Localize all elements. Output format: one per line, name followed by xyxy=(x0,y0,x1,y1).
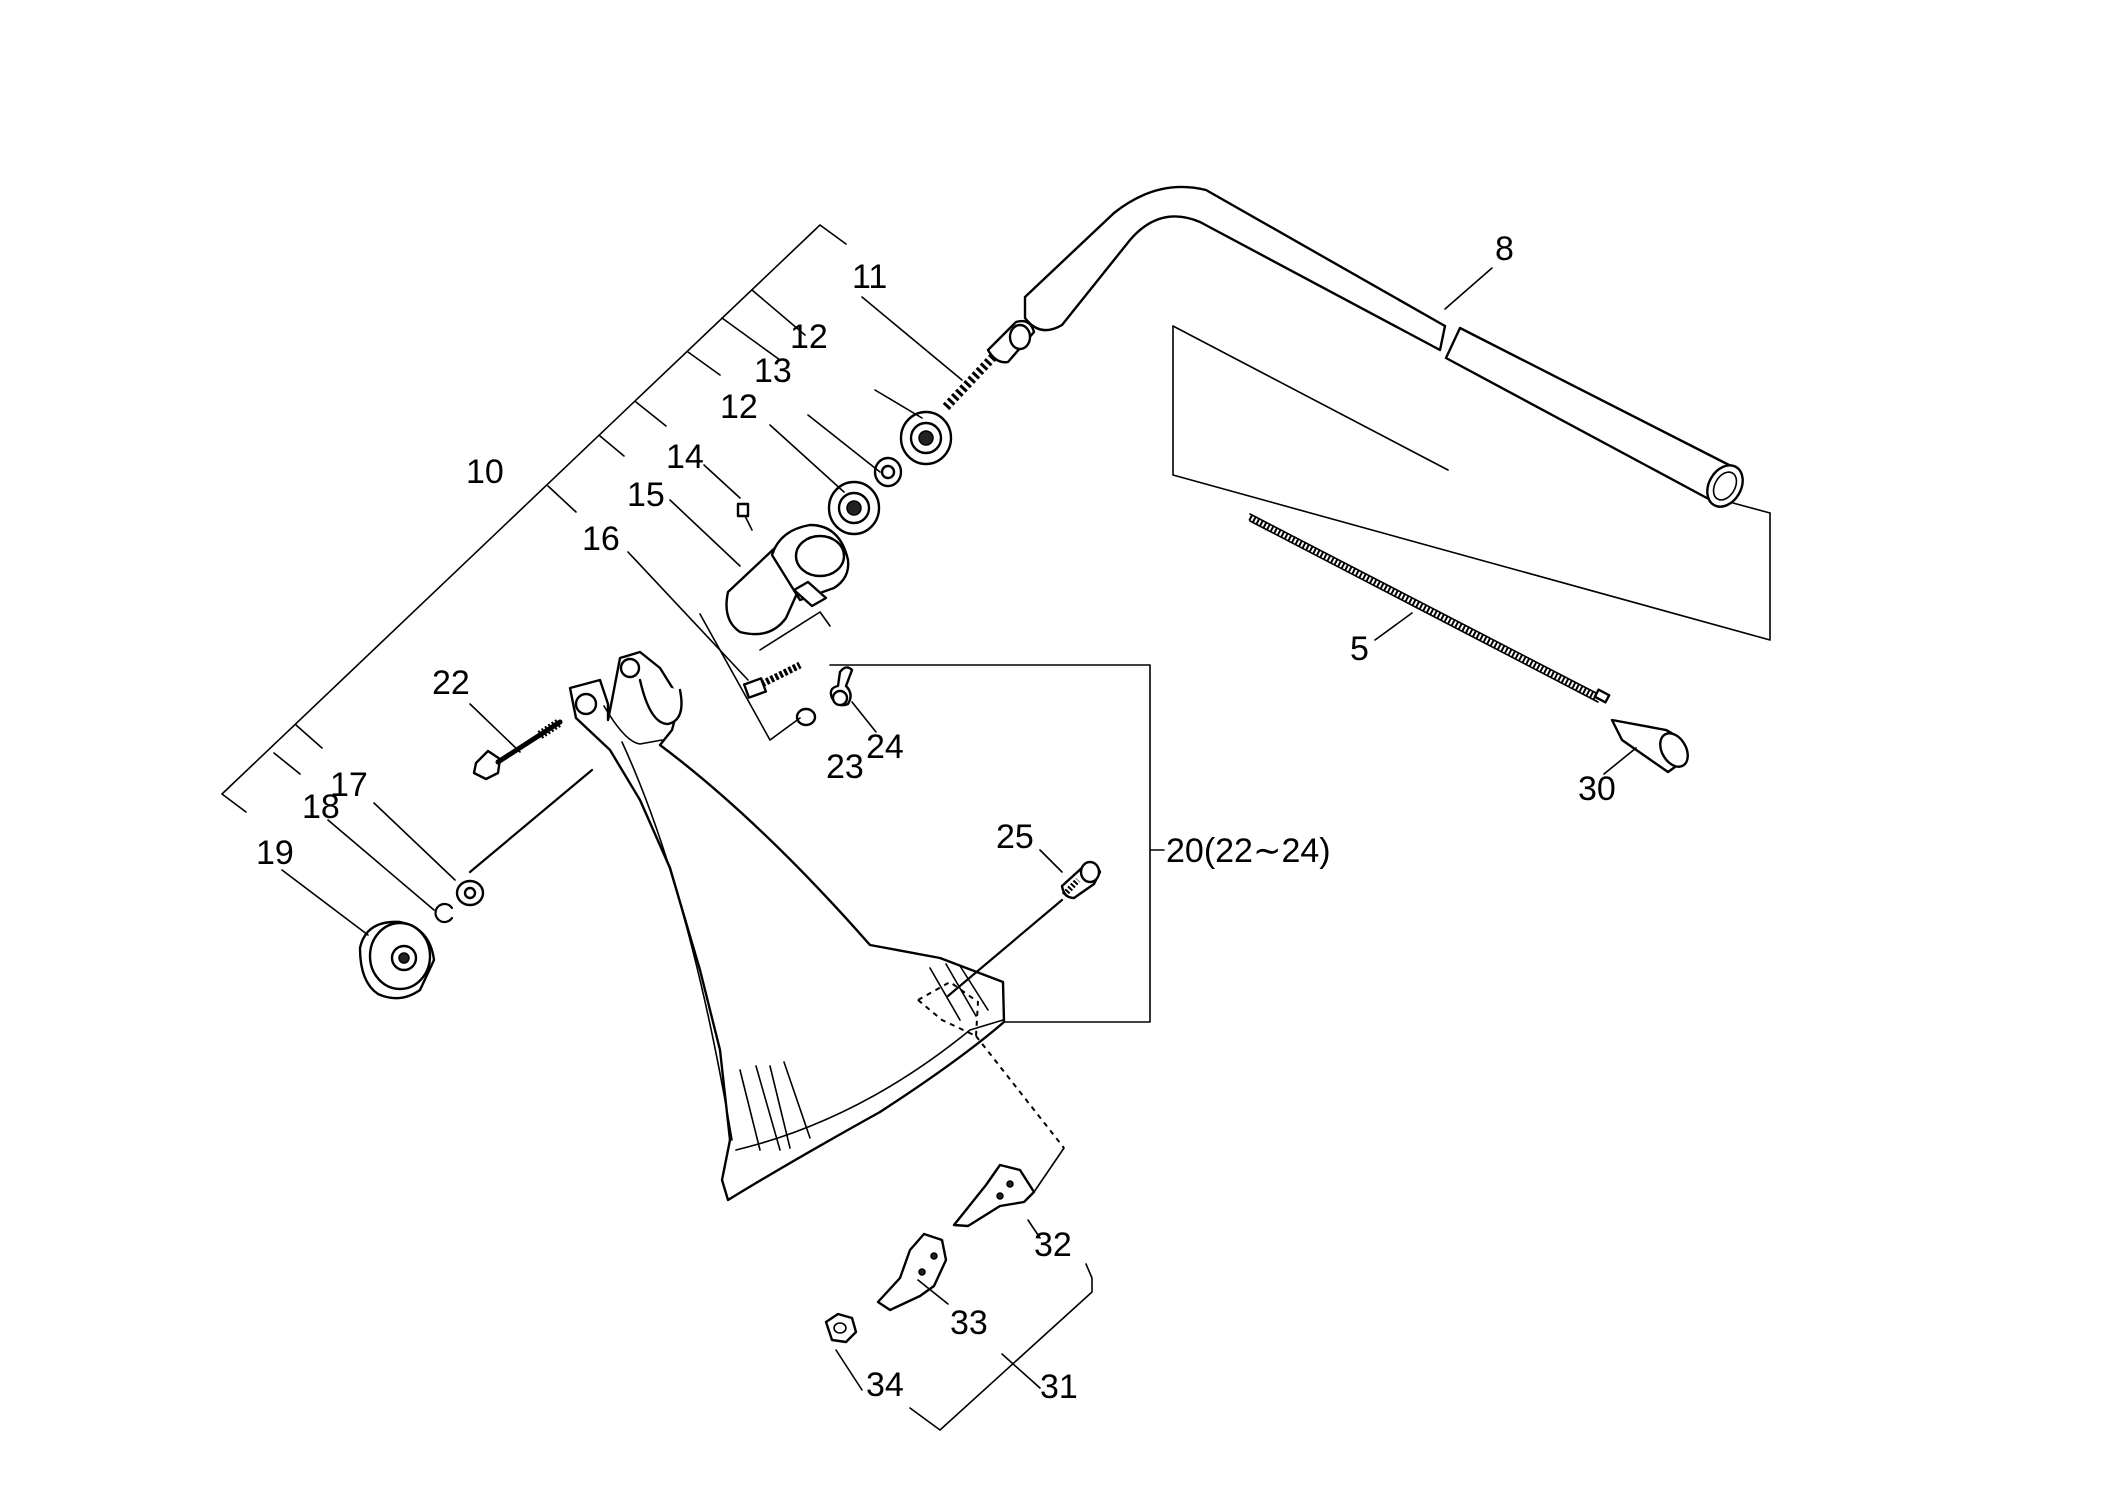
callout-11: 11 xyxy=(852,258,887,296)
part-11-stud xyxy=(942,319,1036,411)
part-19-roller xyxy=(358,920,436,1000)
part-15-gear-case xyxy=(725,523,850,636)
part-24-wing-nut xyxy=(829,666,854,707)
part-5-drive-shaft xyxy=(1248,513,1611,704)
part-20-guard xyxy=(568,650,1006,1202)
part-33-plate xyxy=(876,1232,948,1312)
part-23-washer xyxy=(795,707,817,727)
part-12-bearing-upper xyxy=(899,410,953,466)
callout-13: 13 xyxy=(754,352,792,390)
part-8-shaft-tube xyxy=(1023,185,1744,508)
alignment-line-25 xyxy=(946,898,1064,998)
hidden-line-box xyxy=(917,980,1065,1149)
callout-12-upper: 12 xyxy=(790,318,828,356)
part-34-nut xyxy=(824,1312,858,1344)
callout-17: 17 xyxy=(330,766,368,804)
part-32-line-cutter-blade xyxy=(952,1147,1065,1228)
callout-23: 23 xyxy=(826,748,864,786)
part-20-bracket-line xyxy=(829,664,1165,1023)
part-18-clip xyxy=(434,902,454,924)
part-22-bolt xyxy=(472,718,563,781)
callout-32: 32 xyxy=(1034,1226,1072,1264)
callout-14: 14 xyxy=(666,438,704,476)
shaft-group-outline xyxy=(1172,325,1771,641)
callout-30: 30 xyxy=(1578,770,1616,808)
callout-5: 5 xyxy=(1350,630,1369,668)
callout-8: 8 xyxy=(1495,230,1514,268)
callout-20: 20(22∼24) xyxy=(1166,832,1331,870)
callout-12-lower: 12 xyxy=(720,388,758,426)
callout-19: 19 xyxy=(256,834,294,872)
callout-15: 15 xyxy=(627,476,665,514)
part-30-shaft-cap xyxy=(1610,718,1689,774)
callout-10: 10 xyxy=(466,453,504,491)
callout-31: 31 xyxy=(1040,1368,1078,1406)
leader-lines xyxy=(221,224,1637,1431)
callout-16: 16 xyxy=(582,520,620,558)
callout-22: 22 xyxy=(432,664,470,702)
part-12-bearing-lower xyxy=(827,480,881,536)
callout-18: 18 xyxy=(302,788,340,826)
callout-33: 33 xyxy=(950,1304,988,1342)
part-16-bolt xyxy=(742,661,802,699)
part-25-bolt xyxy=(1060,860,1102,900)
callout-24: 24 xyxy=(866,728,904,766)
part-14-screw xyxy=(736,502,753,531)
part-17-washer xyxy=(455,879,485,907)
callout-34: 34 xyxy=(866,1366,904,1404)
callout-25: 25 xyxy=(996,818,1034,856)
part-13-washer xyxy=(873,456,903,488)
alignment-line-roller xyxy=(468,768,594,874)
